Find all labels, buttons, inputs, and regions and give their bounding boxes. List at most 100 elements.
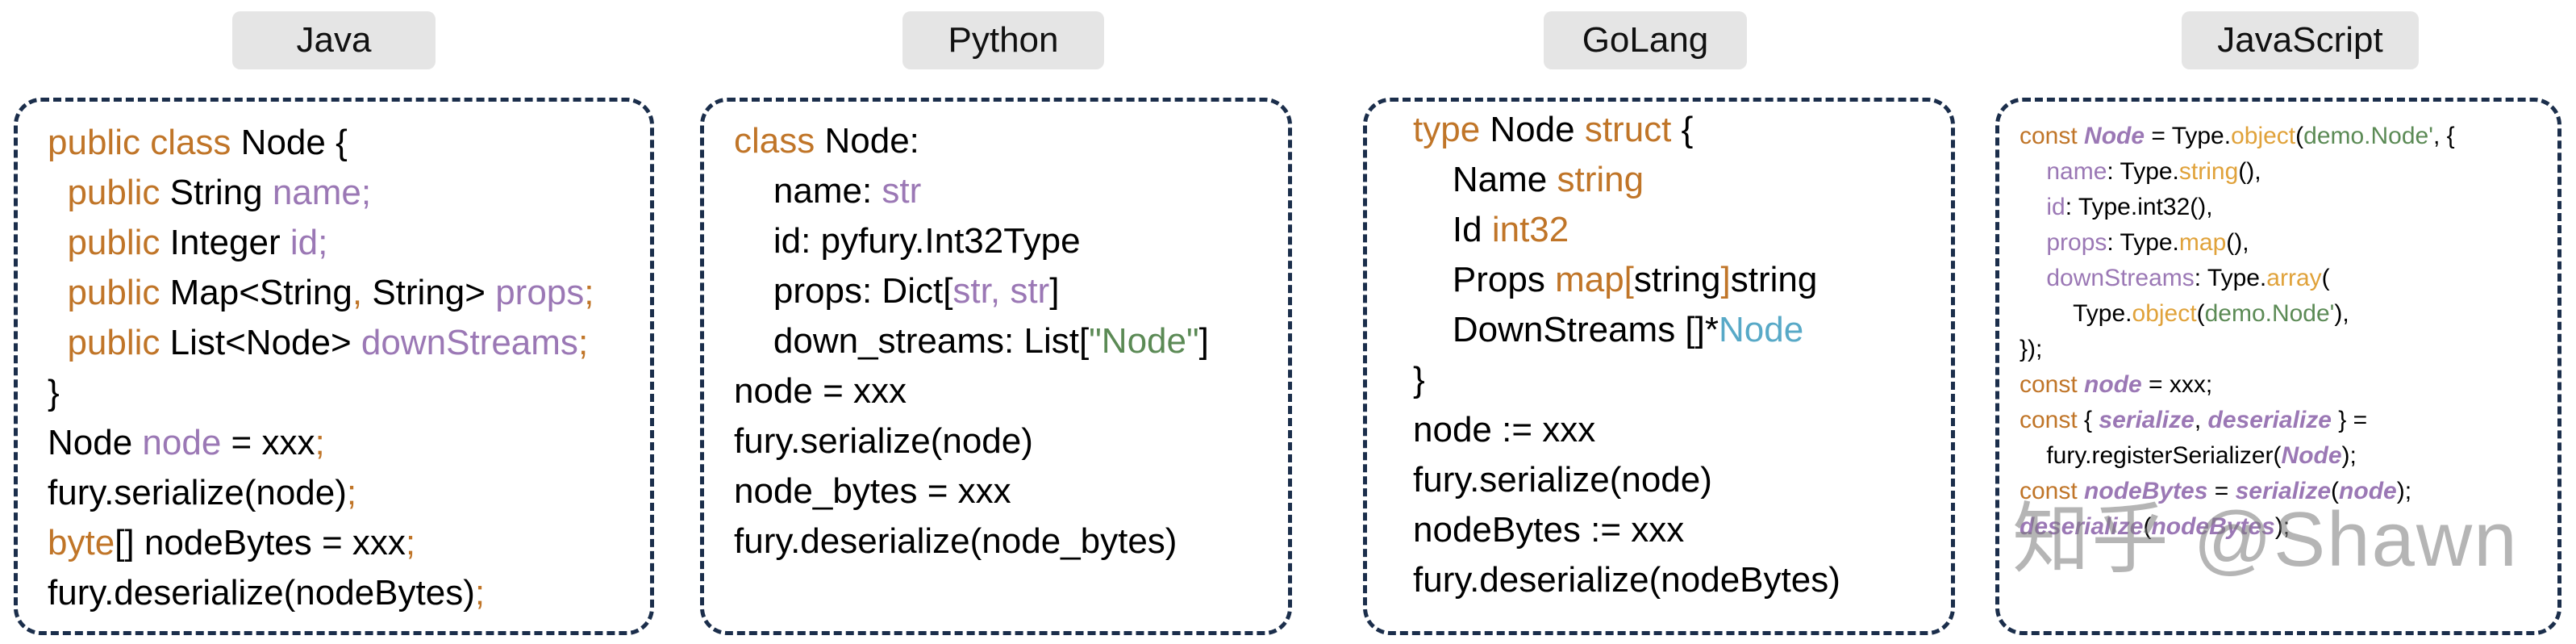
python-token: str, str (952, 271, 1050, 311)
javascript-code-line: Type.object(demo.Node'), (2020, 300, 2349, 328)
javascript-token: Node (2281, 442, 2342, 469)
python-code-line: class Node: (734, 121, 919, 161)
golang-code-line: type Node struct { (1413, 110, 1693, 150)
tab-javascript[interactable]: JavaScript (2182, 11, 2419, 69)
javascript-token: downStreams (2046, 265, 2195, 291)
golang-code-line: DownStreams []*Node (1413, 310, 1803, 350)
javascript-token: = xxx; (2141, 371, 2213, 398)
java-token: Integer (169, 223, 290, 262)
java-code-line: public class Node { (48, 123, 348, 163)
java-token: = xxx (221, 423, 315, 462)
java-token (48, 323, 67, 362)
tab-golang[interactable]: GoLang (1544, 11, 1747, 69)
java-code-line: public Integer id; (48, 223, 327, 263)
python-code-line: props: Dict[str, str] (734, 271, 1060, 312)
python-token: Node: (824, 121, 919, 161)
javascript-token: node (2084, 371, 2142, 398)
golang-token: } (1413, 360, 1425, 399)
javascript-token: const (2020, 371, 2085, 398)
javascript-token: const (2020, 478, 2085, 504)
java-token: ; (315, 423, 325, 462)
javascript-token: (), (2238, 158, 2261, 185)
python-code-line: fury.serialize(node) (734, 421, 1033, 462)
javascript-token: array (2266, 265, 2322, 291)
javascript-code-line: const nodeBytes = serialize(node); (2020, 478, 2411, 505)
python-token: node_bytes = xxx (734, 471, 1011, 511)
javascript-token: nodeBytes (2084, 478, 2208, 504)
javascript-token: props (2046, 229, 2107, 256)
javascript-token: } = (2331, 407, 2368, 433)
java-token: public (67, 223, 170, 262)
javascript-token: ( (2143, 513, 2152, 540)
javascript-code-line: deserialize(nodeBytes); (2020, 513, 2290, 541)
python-token: str (882, 171, 922, 211)
java-token: props (495, 273, 585, 312)
java-token: Map<String (169, 273, 352, 312)
golang-code-line: fury.deserialize(nodeBytes) (1413, 560, 1840, 600)
javascript-token: object (2132, 300, 2197, 327)
javascript-token: deserialize (2020, 513, 2144, 540)
golang-token: Node (1719, 310, 1804, 349)
python-code-line: node = xxx (734, 371, 907, 412)
golang-token: Props (1413, 260, 1556, 299)
javascript-token: }); (2020, 336, 2043, 362)
javascript-token: = Type. (2145, 123, 2232, 149)
java-token: public class (48, 123, 241, 162)
java-token: ; (405, 523, 416, 562)
javascript-token: ), (2334, 300, 2349, 327)
golang-code-line: fury.serialize(node) (1413, 460, 1712, 500)
golang-token: node := xxx (1413, 410, 1596, 450)
javascript-token: name (2046, 158, 2107, 185)
javascript-token: ( (2295, 123, 2304, 149)
javascript-token (2020, 229, 2046, 256)
javascript-token: ); (2274, 513, 2290, 540)
golang-token: type (1413, 110, 1490, 149)
javascript-token: deserialize (2207, 407, 2332, 433)
javascript-token: ); (2396, 478, 2412, 504)
java-token: name; (272, 173, 372, 212)
javascript-token: fury.registerSerializer( (2020, 442, 2282, 469)
javascript-token: ( (2321, 265, 2330, 291)
java-code-line: public Map<String, String> props; (48, 273, 594, 313)
javascript-token: nodeBytes (2151, 513, 2275, 540)
javascript-token: const (2020, 123, 2085, 149)
python-token: props: Dict[ (734, 271, 953, 311)
javascript-token: : Type. (2107, 158, 2179, 185)
javascript-token: id (2046, 194, 2065, 220)
python-token: class (734, 121, 825, 161)
watermark: 知乎 @Shawn (2012, 496, 2519, 583)
java-token: public (67, 173, 170, 212)
python-token: "Node" (1089, 321, 1199, 361)
python-token: down_streams: List[ (734, 321, 1090, 361)
golang-token: fury.serialize(node) (1413, 460, 1712, 500)
javascript-code-panel: const Node = Type.object(demo.Node', { n… (1995, 98, 2561, 635)
java-token: public (67, 323, 170, 362)
javascript-token: : Type. (2194, 265, 2267, 291)
javascript-token: map (2178, 229, 2227, 256)
golang-code-line: node := xxx (1413, 410, 1595, 450)
javascript-token: demo.Node' (2303, 123, 2433, 149)
golang-token: Name (1413, 160, 1557, 199)
javascript-code-line: }); (2020, 336, 2042, 363)
golang-token: Node (1490, 110, 1585, 149)
java-token: id; (290, 223, 328, 262)
tab-python[interactable]: Python (902, 11, 1104, 69)
javascript-token: : Type. (2107, 229, 2179, 256)
javascript-code-line: const node = xxx; (2020, 371, 2212, 399)
java-token: List<Node> (169, 323, 361, 362)
javascript-token: serialize (2235, 478, 2332, 504)
python-code-line: id: pyfury.Int32Type (734, 221, 1081, 261)
golang-token: Id (1413, 210, 1492, 249)
javascript-code-line: name: Type.string(), (2020, 158, 2261, 186)
python-code-line: name: str (734, 171, 921, 211)
golang-token: int32 (1491, 210, 1569, 249)
tab-java[interactable]: Java (232, 11, 436, 69)
golang-code-line: nodeBytes := xxx (1413, 510, 1684, 550)
golang-token: struct (1584, 110, 1682, 149)
golang-token: DownStreams []* (1413, 310, 1719, 349)
golang-token: { (1681, 110, 1694, 149)
golang-code-panel: type Node struct { Name string Id int32 … (1363, 98, 1955, 635)
python-token: ] (1049, 271, 1060, 311)
golang-token: ] (1720, 260, 1731, 299)
python-code-line: down_streams: List["Node"] (734, 321, 1209, 362)
